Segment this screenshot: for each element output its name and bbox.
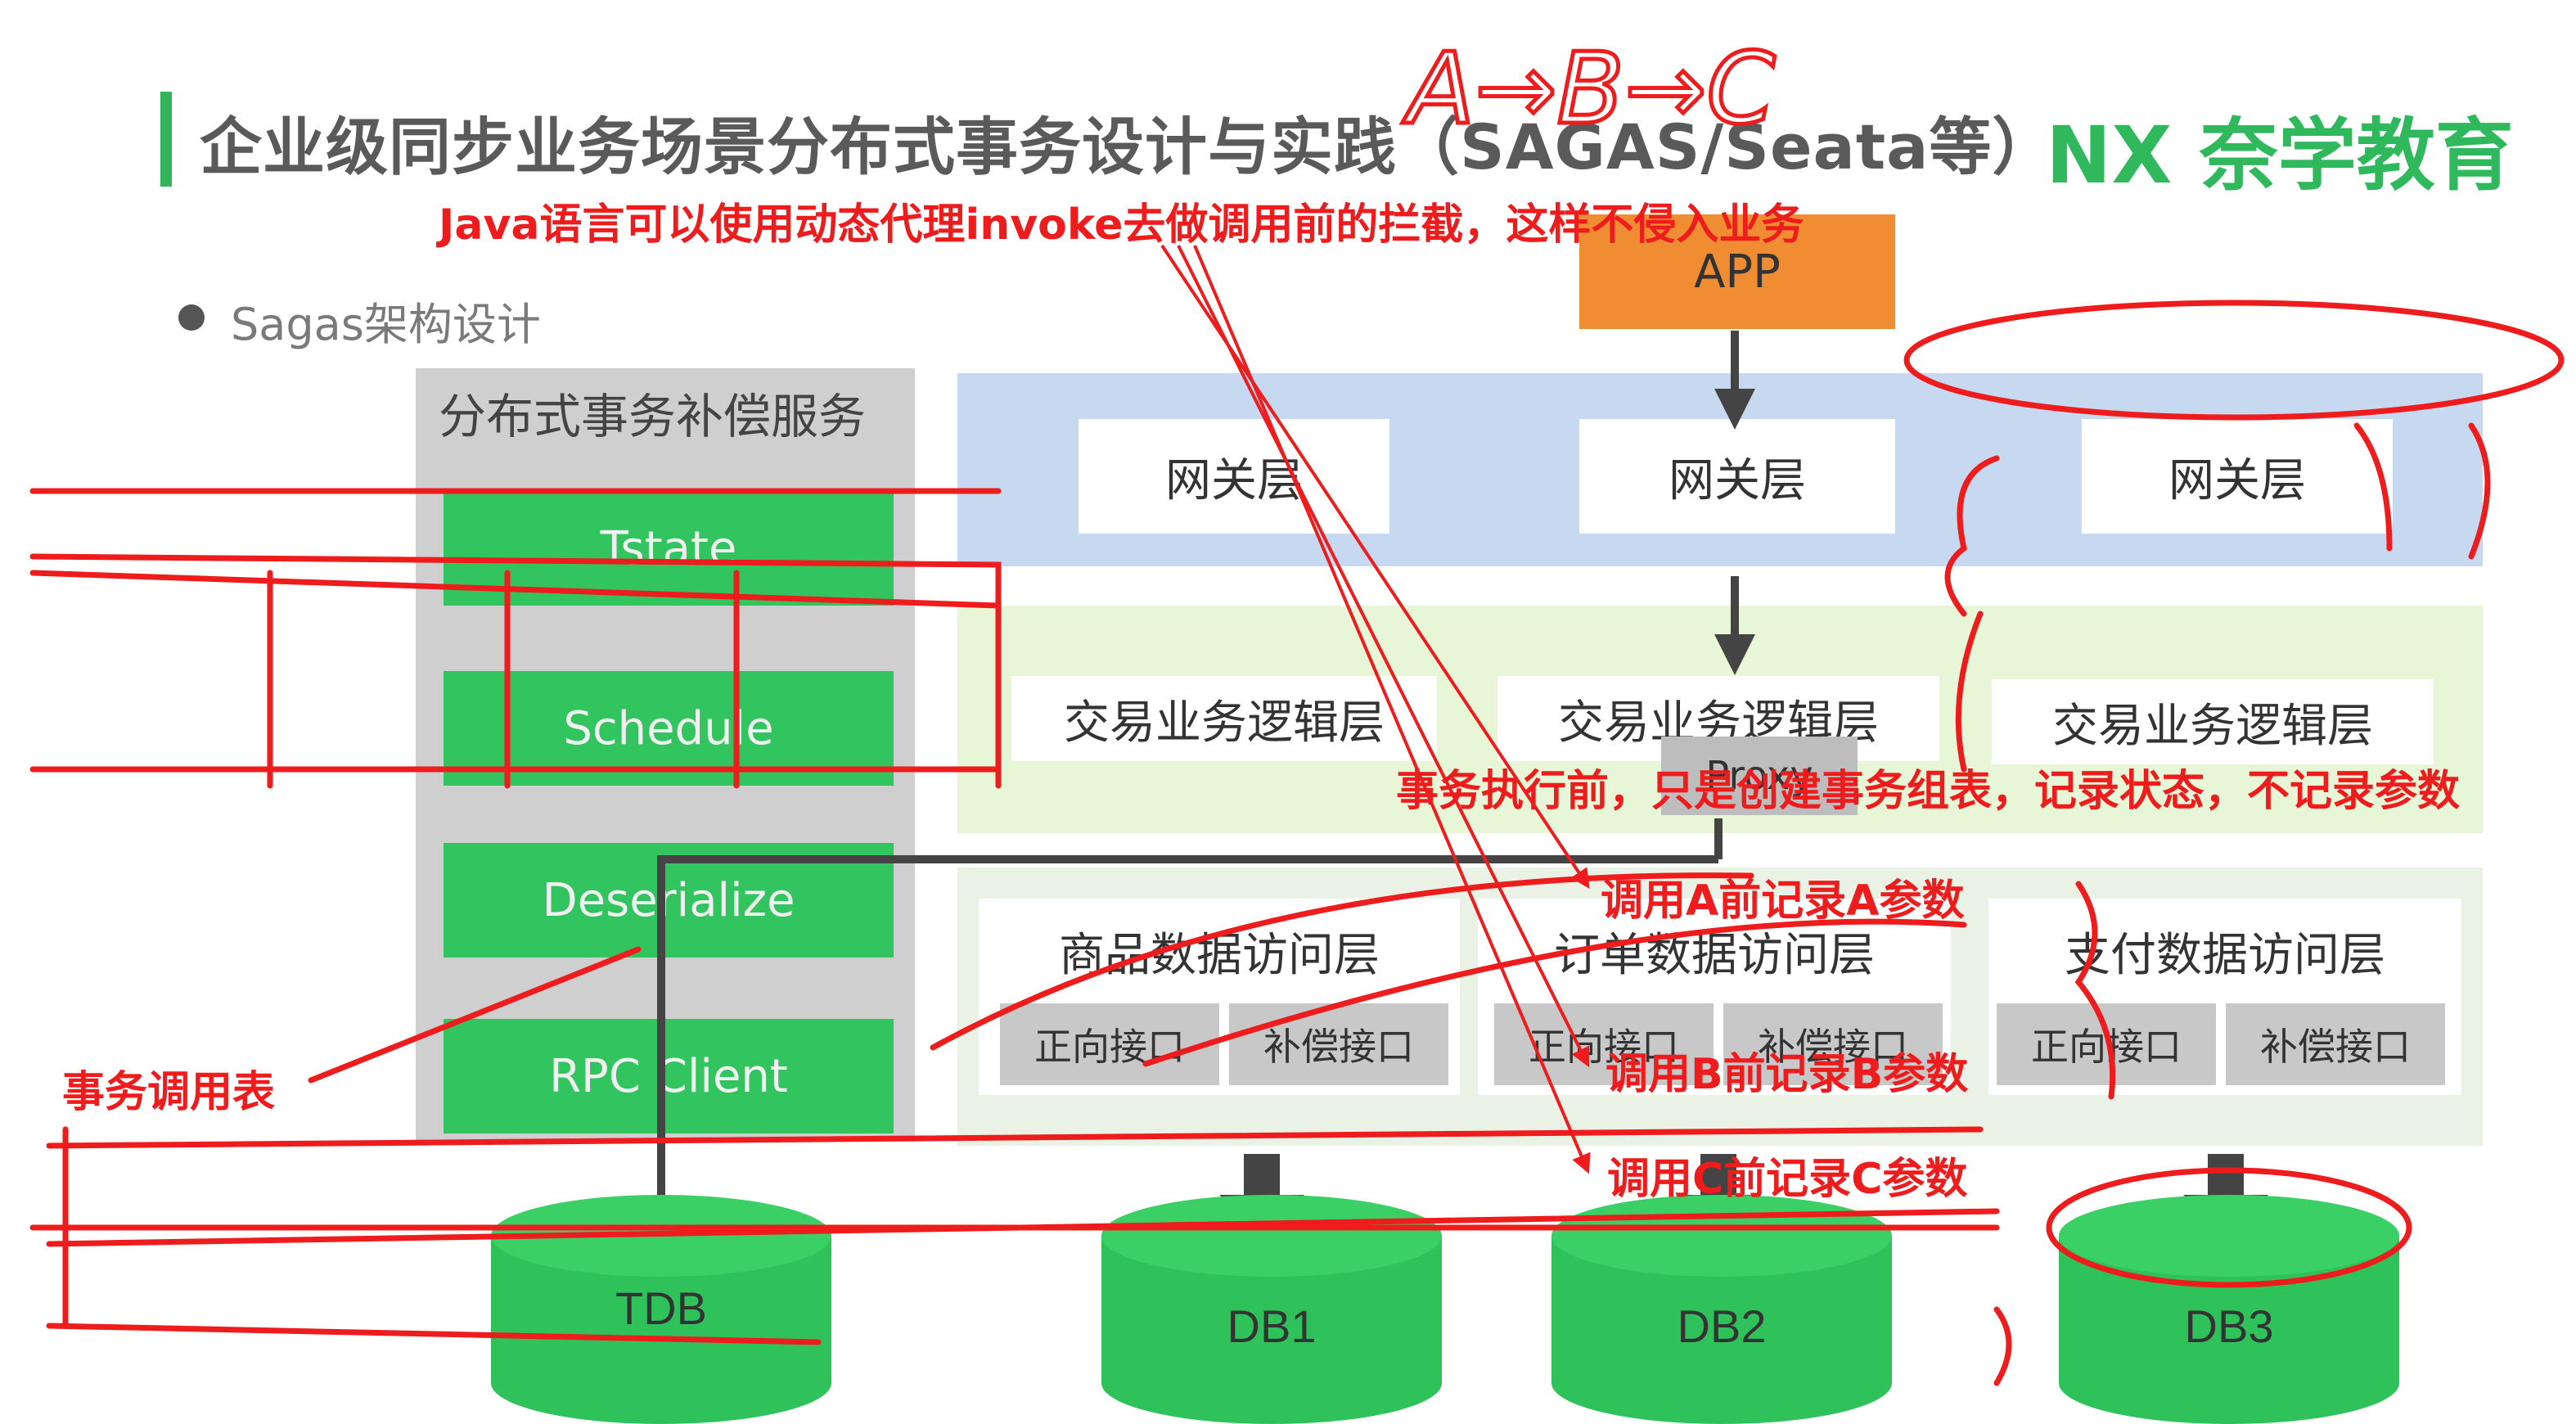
forward-api-product: 正向接口 [1000, 1003, 1219, 1085]
table-frame [29, 553, 1002, 789]
forward-api-order: 正向接口 [1494, 1003, 1714, 1085]
compensation-service-title: 分布式事务补偿服务 [439, 389, 867, 444]
annotation-record-a: 调用A前记录A参数 [1601, 876, 1965, 926]
proxy-note-pointers [1160, 244, 1591, 1174]
title-accent-bar [160, 92, 172, 187]
compensate-api-payment: 补偿接口 [2226, 1003, 2445, 1085]
annotation-call-table: 事务调用表 [62, 1068, 276, 1117]
bullet-dot [178, 304, 205, 331]
data-title-product: 商品数据访问层 [1059, 929, 1380, 982]
brace-left-gateway [1944, 455, 2000, 617]
forward-api-payment: 正向接口 [1997, 1003, 2216, 1085]
curve-to-api-2 [1142, 918, 1967, 1067]
db-label-tdb: TDB [615, 1282, 707, 1334]
gateway-box-1: 网关层 [1079, 419, 1389, 534]
business-box-1: 交易业务逻辑层 [1011, 676, 1437, 761]
db-db3: DB3 [2059, 1195, 2399, 1424]
slide-title: 企业级同步业务场景分布式事务设计与实践（SAGAS/Seata等） [200, 110, 2056, 183]
circle-note-invoke [1903, 300, 2565, 421]
business-box-3: 交易业务逻辑层 [1992, 679, 2434, 764]
handwriting-abc: A→B→C [1402, 33, 1776, 146]
component-rpc-client: RPC Client [444, 1019, 894, 1133]
annotation-record-c: 调用C前记录C参数 [1607, 1155, 1968, 1204]
db-label-db1: DB1 [1227, 1300, 1317, 1352]
pointer-record-b [1177, 245, 1590, 1068]
bottom-table-lines [29, 1126, 2000, 1329]
compensate-api-product: 补偿接口 [1229, 1003, 1448, 1085]
underline-service [29, 488, 1002, 773]
proxy-box: Proxy [1661, 737, 1858, 815]
compensate-api-order: 补偿接口 [1723, 1003, 1943, 1085]
db-label-db3: DB3 [2185, 1300, 2274, 1352]
annotation-before-exec: 事务执行前，只是创建事务组表，记录状态，不记录参数 [1396, 767, 2461, 816]
annotation-record-b: 调用B前记录B参数 [1605, 1050, 1969, 1099]
annotation-proxy-note: Java语言可以使用动态代理invoke去做调用前的拦截，这样不侵入业务 [439, 201, 1804, 250]
db-label-db2: DB2 [1678, 1300, 1767, 1352]
data-title-payment: 支付数据访问层 [2065, 929, 2385, 982]
db-db1: DB1 [1101, 1195, 1442, 1424]
bottom-bracket [1993, 1306, 2012, 1386]
gateway-box-2: 网关层 [1579, 419, 1895, 534]
logo-text: 奈学教育 [2199, 110, 2514, 201]
gateway-box-3: 网关层 [2082, 419, 2393, 534]
arrow-proxy-tdb [641, 855, 1718, 1273]
data-title-order: 订单数据访问层 [1554, 929, 1875, 982]
app-box: APP [1579, 214, 1895, 329]
handwritten-strokes: A→B→C [29, 31, 2565, 1386]
bracket-right [2353, 422, 2491, 560]
column-lines [267, 570, 740, 789]
circle-db3 [2046, 1167, 2412, 1288]
brace-left-business [1955, 611, 1984, 773]
curve-to-api [930, 872, 1754, 1051]
curve-left [308, 946, 642, 1084]
brand-logo: NX 奈学教育 [2046, 92, 2514, 205]
c-mark-payment [2074, 881, 2116, 1100]
logo-mark: NX [2046, 110, 2173, 201]
bullet-text: Sagas架构设计 [231, 299, 541, 350]
pointer-record-c [1193, 245, 1591, 1174]
flow-arrows [641, 331, 1755, 1273]
